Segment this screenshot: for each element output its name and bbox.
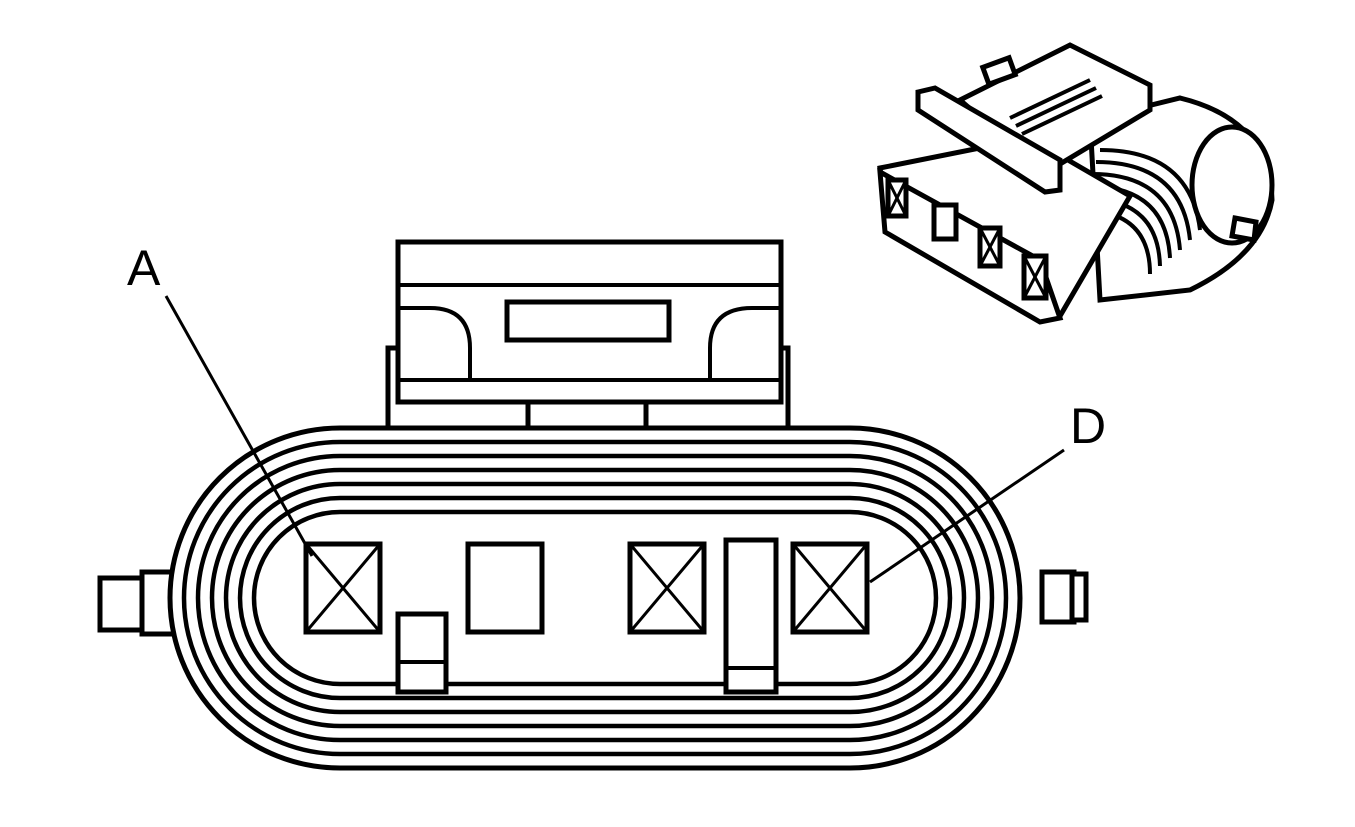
keying-post-right <box>723 537 779 695</box>
pin-a-label: A <box>127 240 161 296</box>
seal-rings <box>167 425 1023 771</box>
left-side-ear <box>97 569 177 637</box>
cavity-c <box>627 541 707 635</box>
pin-a-leader-line <box>164 295 314 557</box>
cavity-b <box>465 541 545 635</box>
pin-d-label: D <box>1070 398 1106 454</box>
pin-d-leader-line <box>869 448 1065 584</box>
callout-d: D <box>869 398 1106 584</box>
connector-3d-view <box>877 42 1275 325</box>
mini-latch <box>915 42 1153 195</box>
right-side-ear <box>1039 569 1089 625</box>
keying-post-left <box>395 611 449 695</box>
callout-a: A <box>127 240 314 557</box>
mini-cavity-b <box>931 202 959 242</box>
cavity-d <box>790 541 870 635</box>
locking-tab <box>385 239 791 443</box>
connector-face <box>97 239 1089 771</box>
latch-window <box>504 299 672 343</box>
cavity-a <box>303 541 383 635</box>
